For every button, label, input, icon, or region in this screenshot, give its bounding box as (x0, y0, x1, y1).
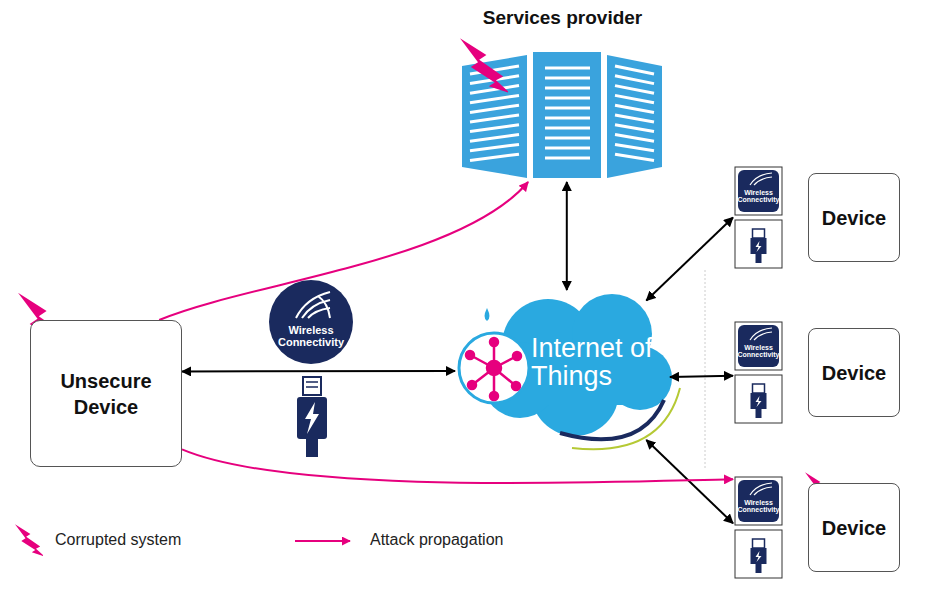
node-heading: Services provider (455, 7, 670, 29)
device-node: Device (733, 165, 902, 270)
server-slots (470, 66, 654, 160)
device-node: Device (733, 320, 902, 425)
ethernet-plug (297, 377, 327, 457)
server-panel (607, 55, 662, 178)
link-arrow (566, 182, 568, 290)
device-box: Device (808, 483, 900, 572)
node-label: Unsecure Device (41, 368, 171, 420)
cloud-swoosh (572, 388, 680, 449)
device-box: Device (808, 328, 900, 417)
legend-bolt (15, 524, 44, 556)
network-icon (459, 333, 529, 403)
wireless-logo (269, 280, 353, 364)
attack-arrow (182, 449, 733, 483)
device-icons (735, 167, 782, 578)
server-node: Services provider (455, 5, 670, 182)
separator-line (705, 270, 706, 470)
logo-text: Wireless Connectivity (275, 325, 347, 348)
legend-arrow (295, 540, 350, 542)
node-label: Device (822, 515, 887, 541)
node-label: Device (822, 205, 887, 231)
device-node: Device (733, 475, 902, 580)
attack-arrow (159, 182, 528, 320)
link-arrow (646, 218, 733, 301)
link-arrow (182, 370, 455, 372)
logo-text: Wireless Connectivity (736, 499, 781, 514)
device-box: Unsecure Device (30, 320, 182, 467)
wireless-waves (296, 292, 330, 318)
iot-cloud: Internet of Things (455, 290, 670, 440)
legend-text: Corrupted system (55, 531, 181, 549)
server-panel (533, 52, 601, 178)
cloud-drop (485, 308, 490, 321)
node-label: Internet of Things (531, 334, 655, 390)
network-nodes (466, 338, 521, 400)
cloud-swoosh (560, 400, 664, 439)
device-box: Device (808, 173, 900, 262)
logo-text: Wireless Connectivity (736, 344, 781, 359)
corrupted-bolt (460, 38, 510, 93)
legend-text: Attack propagation (370, 531, 503, 549)
node-label: Device (822, 360, 887, 386)
link-arrow (670, 376, 733, 377)
logo-text: Wireless Connectivity (736, 189, 781, 204)
